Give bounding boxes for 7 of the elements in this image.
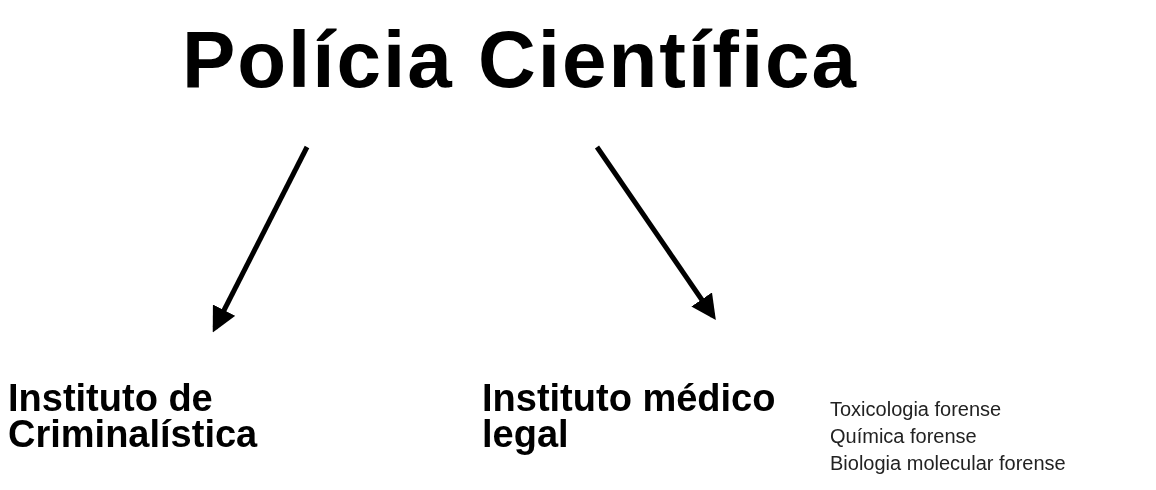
list-item: Toxicologia forense [830, 397, 1003, 422]
arrow [212, 145, 310, 333]
list-item: Química forense [830, 424, 978, 449]
title-text: Polícia Científica [180, 14, 860, 106]
list-item: Biologia molecular forense [830, 451, 1066, 476]
node-label: Instituto de Criminalística [8, 380, 259, 452]
arrow [594, 145, 716, 321]
